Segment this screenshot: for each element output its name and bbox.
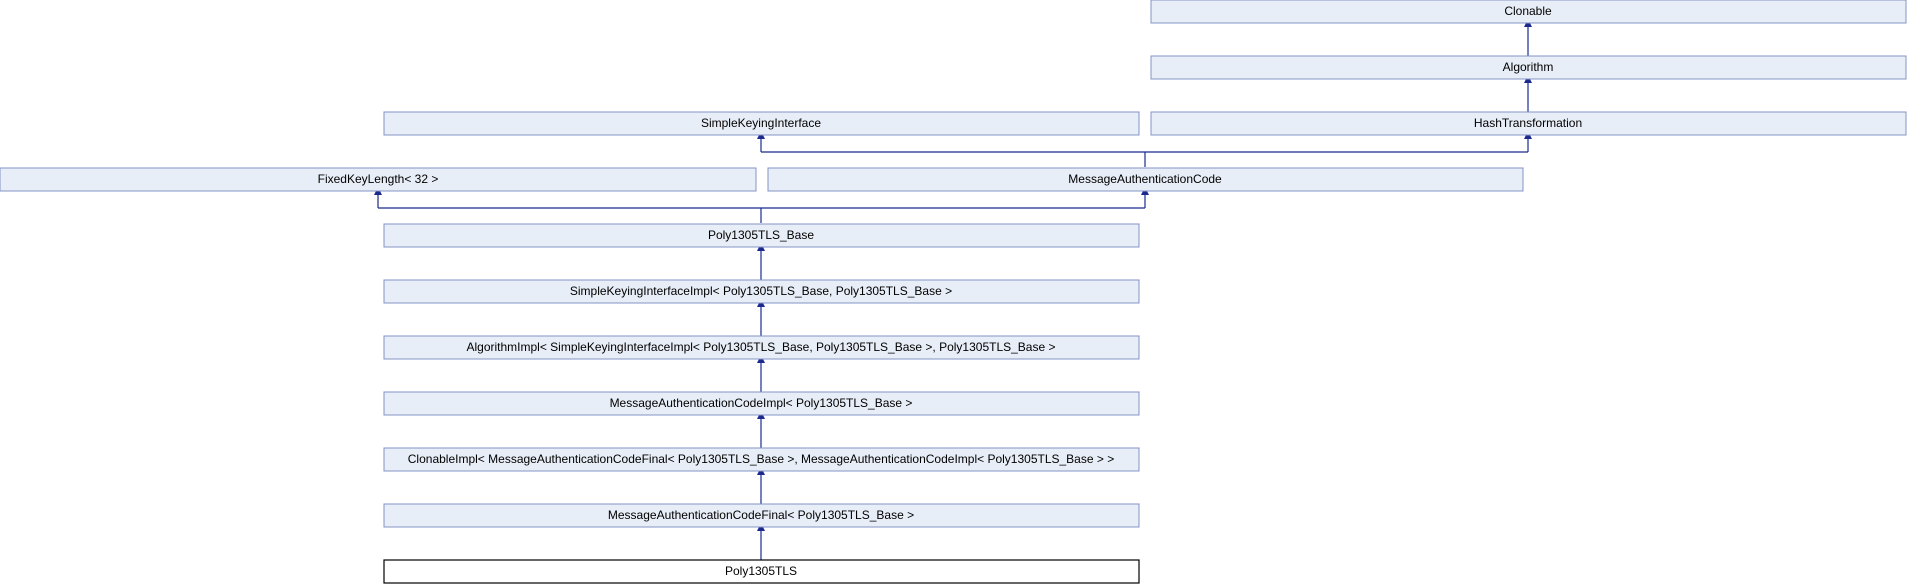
class-node-label: Poly1305TLS_Base (708, 228, 814, 242)
class-node-label: ClonableImpl< MessageAuthenticationCodeF… (408, 452, 1114, 466)
class-node-label: SimpleKeyingInterfaceImpl< Poly1305TLS_B… (570, 284, 952, 298)
class-node-algorithm[interactable]: Algorithm (1150, 55, 1907, 80)
class-node-fixed-key-length[interactable]: FixedKeyLength< 32 > (0, 167, 757, 192)
class-node-algorithm-impl[interactable]: AlgorithmImpl< SimpleKeyingInterfaceImpl… (383, 335, 1140, 360)
class-node-hash-transformation[interactable]: HashTransformation (1150, 111, 1907, 136)
class-node-label: MessageAuthenticationCodeFinal< Poly1305… (608, 508, 914, 522)
class-node-message-authentication-code-impl[interactable]: MessageAuthenticationCodeImpl< Poly1305T… (383, 391, 1140, 416)
class-node-label: SimpleKeyingInterface (701, 116, 821, 130)
class-node-poly1305tls-current: Poly1305TLS (383, 559, 1140, 584)
class-node-label: AlgorithmImpl< SimpleKeyingInterfaceImpl… (466, 340, 1055, 354)
edges (374, 19, 1532, 560)
class-node-label: Clonable (1504, 4, 1552, 18)
class-node-label: Poly1305TLS (725, 564, 797, 578)
class-node-simple-keying-interface[interactable]: SimpleKeyingInterface (383, 111, 1140, 136)
class-node-clonable-impl[interactable]: ClonableImpl< MessageAuthenticationCodeF… (383, 447, 1140, 472)
class-node-label: MessageAuthenticationCode (1068, 172, 1222, 186)
class-node-label: HashTransformation (1474, 116, 1582, 130)
class-node-message-authentication-code[interactable]: MessageAuthenticationCode (767, 167, 1524, 192)
class-node-clonable[interactable]: Clonable (1150, 0, 1907, 24)
class-node-label: Algorithm (1503, 60, 1554, 74)
class-node-label: FixedKeyLength< 32 > (318, 172, 439, 186)
class-node-message-authentication-code-final[interactable]: MessageAuthenticationCodeFinal< Poly1305… (383, 503, 1140, 528)
class-node-poly1305tls-base[interactable]: Poly1305TLS_Base (383, 223, 1140, 248)
class-node-label: MessageAuthenticationCodeImpl< Poly1305T… (610, 396, 913, 410)
class-node-simple-keying-interface-impl[interactable]: SimpleKeyingInterfaceImpl< Poly1305TLS_B… (383, 279, 1140, 304)
